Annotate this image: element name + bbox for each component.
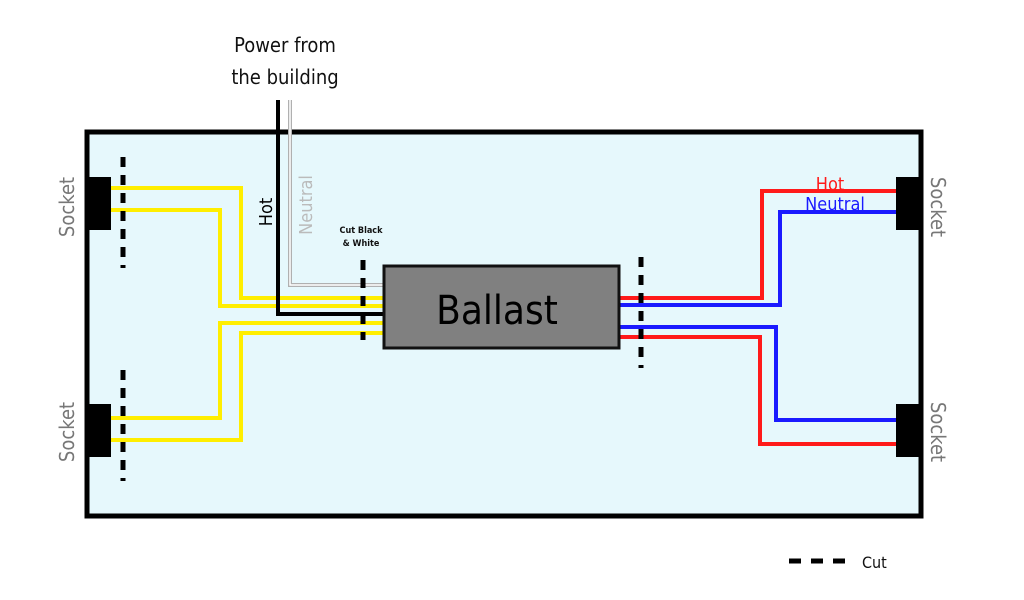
neutral-label-left: Neutral xyxy=(296,175,317,235)
ballast-label: Ballast xyxy=(436,288,558,334)
power-label-line1: Power from xyxy=(234,33,336,57)
cut-lines xyxy=(120,157,644,481)
hot-wire-building xyxy=(276,100,385,316)
socket-top-right xyxy=(896,177,922,230)
socket-top-left xyxy=(85,177,111,230)
cut-note-line2: & White xyxy=(343,239,380,249)
yellow-wire xyxy=(110,331,385,442)
neutral-label-right: Neutral xyxy=(805,194,865,215)
yellow-wire xyxy=(110,208,385,308)
neutral-wire-bottom xyxy=(617,325,897,422)
socket-label-top-left: Socket xyxy=(55,177,79,237)
hot-wire-bottom xyxy=(617,335,897,446)
socket-bottom-left xyxy=(85,404,111,457)
ballast xyxy=(382,264,621,350)
yellow-wire xyxy=(110,321,385,420)
power-label-line2: the building xyxy=(231,65,338,89)
socket-bottom-right xyxy=(896,404,922,457)
hot-label-right: Hot xyxy=(816,174,844,195)
ballast-output-wires xyxy=(617,189,897,446)
yellow-wires xyxy=(110,186,385,442)
legend-cut-label: Cut xyxy=(862,553,887,572)
socket-label-top-right: Socket xyxy=(926,177,950,237)
socket-label-bottom-right: Socket xyxy=(926,402,950,462)
neutral-wire-core xyxy=(289,100,385,286)
hot-label-left: Hot xyxy=(256,198,277,226)
hot-wire-top xyxy=(617,189,897,300)
cut-note-line1: Cut Black xyxy=(340,226,384,236)
neutral-wire-top xyxy=(617,210,897,307)
yellow-wire xyxy=(110,186,385,300)
socket-label-bottom-left: Socket xyxy=(55,402,79,462)
